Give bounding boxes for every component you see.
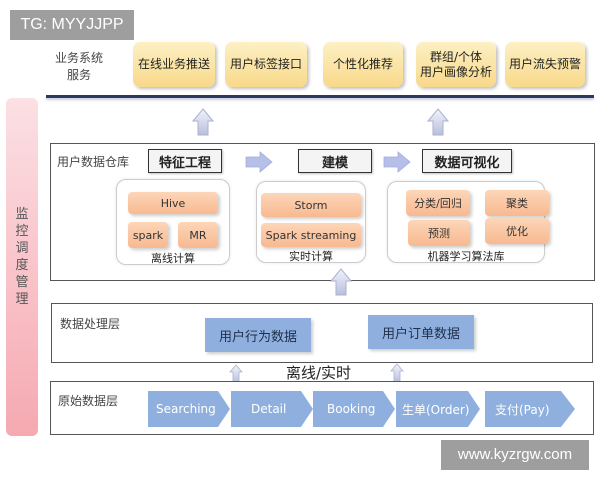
service-label: 用户流失预警 xyxy=(508,57,581,71)
service-label: 在线业务推送 xyxy=(137,57,210,71)
stage-feature-engineering[interactable]: 特征工程 xyxy=(148,149,222,173)
chip-classification-regression[interactable]: 分类/回归 xyxy=(406,190,470,216)
service-user-tag-api[interactable]: 用户标签接口 xyxy=(225,42,307,87)
data-warehouse-label: 用户数据仓库 xyxy=(57,155,130,169)
data-processing-label: 数据处理层 xyxy=(60,317,121,331)
flow-step-searching[interactable]: Searching xyxy=(148,391,230,427)
flow-step-pay[interactable]: 支付(Pay) xyxy=(485,391,575,427)
chip-mr[interactable]: MR xyxy=(178,222,218,248)
raw-data-label: 原始数据层 xyxy=(58,394,119,408)
service-label-line1: 群组/个体 xyxy=(429,49,483,64)
up-arrow-icon xyxy=(390,363,404,383)
right-arrow-icon xyxy=(383,151,411,173)
up-arrow-icon xyxy=(192,108,214,136)
flow-step-detail[interactable]: Detail xyxy=(231,391,313,427)
business-layer-label: 业务系统 服务 xyxy=(50,50,108,84)
chip-storm[interactable]: Storm xyxy=(261,193,361,217)
flow-step-label: 生单(Order) xyxy=(402,402,470,417)
chip-spark[interactable]: spark xyxy=(128,222,168,248)
up-arrow-icon xyxy=(427,108,449,136)
side-char: 监 xyxy=(15,207,29,222)
watermark-bottom: www.kyzrgw.com xyxy=(441,440,589,470)
service-user-profile-analysis[interactable]: 群组/个体 用户画像分析 xyxy=(416,42,496,87)
service-label: 用户标签接口 xyxy=(229,57,302,71)
right-arrow-icon xyxy=(245,151,273,173)
offline-compute-caption: 离线计算 xyxy=(151,252,195,265)
chip-prediction[interactable]: 预测 xyxy=(408,220,470,246)
realtime-compute-caption: 实时计算 xyxy=(289,250,333,263)
chip-hive[interactable]: Hive xyxy=(128,192,218,214)
user-order-data-box[interactable]: 用户订单数据 xyxy=(368,315,474,349)
flow-step-label: 支付(Pay) xyxy=(495,402,550,417)
flow-step-label: Searching xyxy=(156,402,216,416)
business-layer-label-line1: 业务系统 xyxy=(54,51,103,65)
service-label-line2: 用户画像分析 xyxy=(419,64,492,79)
side-char: 控 xyxy=(15,224,29,239)
monitoring-scheduling-label: 监 控 调 度 管 理 xyxy=(6,206,38,308)
ml-algorithm-caption: 机器学习算法库 xyxy=(427,250,505,263)
flow-step-label: Booking xyxy=(327,402,376,416)
chip-optimization[interactable]: 优化 xyxy=(485,218,549,244)
side-char: 调 xyxy=(15,241,29,256)
flow-step-label: Detail xyxy=(251,402,287,416)
chip-clustering[interactable]: 聚类 xyxy=(485,190,549,216)
user-behavior-data-box[interactable]: 用户行为数据 xyxy=(205,318,311,352)
monitoring-scheduling-bar xyxy=(6,98,38,436)
service-online-push[interactable]: 在线业务推送 xyxy=(133,42,215,87)
watermark-top: TG: MYYJJPP xyxy=(10,10,134,40)
flow-step-order[interactable]: 生单(Order) xyxy=(396,391,480,427)
business-layer-label-line2: 服务 xyxy=(66,68,91,82)
side-char: 管 xyxy=(15,275,29,290)
stage-data-visualization[interactable]: 数据可视化 xyxy=(422,149,512,173)
up-arrow-icon xyxy=(330,268,352,296)
service-label: 个性化推荐 xyxy=(332,57,393,71)
service-churn-warning[interactable]: 用户流失预警 xyxy=(505,42,585,87)
data-processing-panel xyxy=(51,303,593,363)
chip-spark-streaming[interactable]: Spark streaming xyxy=(261,223,361,247)
service-personalized-recommend[interactable]: 个性化推荐 xyxy=(323,42,403,87)
stage-modeling[interactable]: 建模 xyxy=(298,149,372,173)
side-char: 度 xyxy=(15,258,29,273)
layer-divider xyxy=(46,95,594,98)
side-char: 理 xyxy=(15,292,29,307)
offline-realtime-label: 离线/实时 xyxy=(286,364,352,382)
flow-step-booking[interactable]: Booking xyxy=(313,391,395,427)
